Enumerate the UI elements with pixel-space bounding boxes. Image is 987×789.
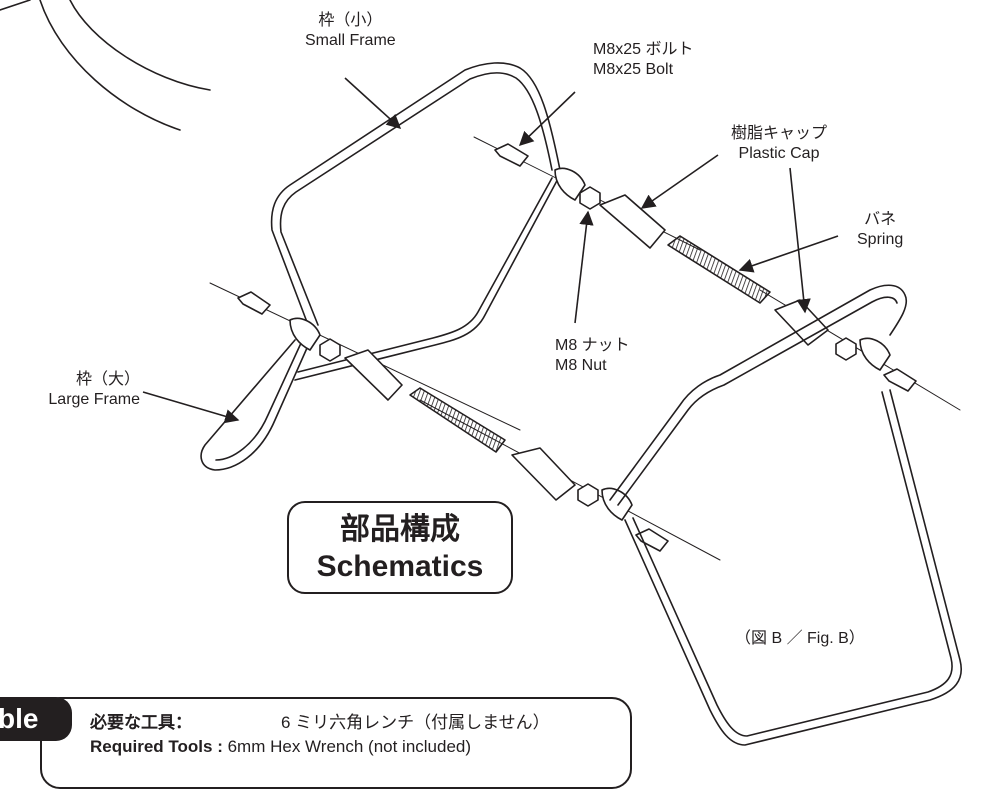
- label-spring-jp: バネ: [864, 211, 897, 228]
- label-small-frame-en: Small Frame: [305, 32, 396, 49]
- spring-drawings: [409, 235, 771, 453]
- large-frame-drawing: [609, 284, 962, 746]
- label-plastic-cap: 樹脂キャップ Plastic Cap: [731, 124, 827, 164]
- label-nut: M8 ナット M8 Nut: [555, 336, 630, 376]
- wheel-drawing: [0, 0, 211, 131]
- label-nut-en: M8 Nut: [555, 357, 607, 374]
- label-bolt-en: M8x25 Bolt: [593, 61, 674, 78]
- schematics-title-box: 部品構成 Schematics: [287, 501, 513, 594]
- arrow-plastic-cap-2: [789, 167, 811, 314]
- arrow-bolt: [518, 91, 576, 146]
- label-bolt-jp: M8x25 ボルト: [593, 41, 694, 58]
- label-plastic-cap-jp: 樹脂キャップ: [731, 125, 828, 142]
- tools-row-en: Required Tools : 6mm Hex Wrench (not inc…: [90, 737, 471, 757]
- label-plastic-cap-en: Plastic Cap: [738, 145, 820, 162]
- tools-label-jp: 必要な工具：: [90, 713, 192, 732]
- label-spring: バネ Spring: [857, 210, 903, 250]
- arrow-nut: [574, 210, 594, 324]
- tools-value-jp: 6 ミリ六角レンチ（付属しません）: [281, 713, 550, 732]
- arrow-plastic-cap: [640, 154, 719, 209]
- arrow-large-frame: [142, 391, 240, 424]
- title-en: Schematics: [316, 550, 484, 583]
- label-small-frame-jp: 枠（小）: [318, 12, 383, 29]
- label-bolt: M8x25 ボルト M8x25 Bolt: [593, 40, 693, 80]
- figure-caption: （図 B ／ Fig. B）: [735, 630, 865, 647]
- bracket-drawings: [289, 167, 891, 521]
- bolt-drawings: [237, 143, 917, 552]
- label-nut-jp: M8 ナット: [555, 337, 630, 354]
- label-small-frame: 枠（小） Small Frame: [305, 11, 396, 51]
- tools-value-en: 6mm Hex Wrench (not included): [227, 737, 472, 756]
- label-large-frame-jp: 枠（大）: [75, 371, 140, 388]
- label-large-frame: 枠（大） Large Frame: [8, 370, 140, 410]
- label-large-frame-en: Large Frame: [48, 391, 140, 408]
- arrow-small-frame: [344, 77, 402, 129]
- title-jp: 部品構成: [340, 513, 460, 546]
- tools-label-en: Required Tools :: [90, 737, 223, 756]
- label-spring-en: Spring: [857, 231, 904, 248]
- section-tab: ble: [0, 697, 72, 741]
- tools-row-jp: 必要な工具： 6 ミリ六角レンチ（付属しません）: [90, 708, 550, 733]
- nut-drawings: [319, 186, 857, 507]
- small-frame-drawing: [200, 62, 561, 471]
- arrow-spring: [738, 235, 839, 273]
